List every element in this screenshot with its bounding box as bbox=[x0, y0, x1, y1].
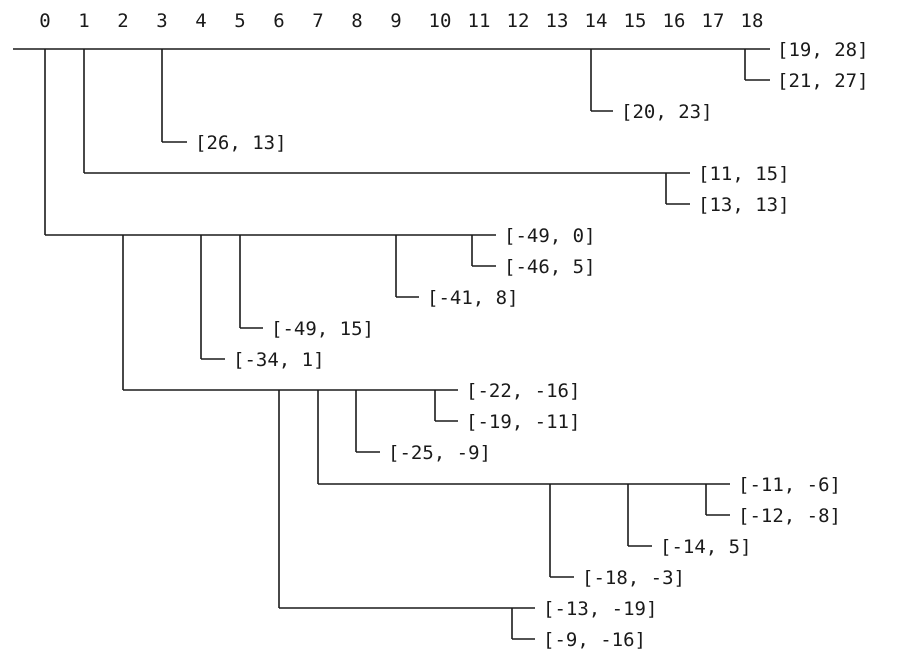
column-label: 1 bbox=[78, 10, 89, 32]
point-label: [-19, -11] bbox=[466, 411, 580, 433]
point-label: [-34, 1] bbox=[233, 349, 325, 371]
column-label: 0 bbox=[39, 10, 50, 32]
column-label: 17 bbox=[702, 10, 725, 32]
point-label: [-12, -8] bbox=[738, 505, 841, 527]
column-label: 7 bbox=[312, 10, 323, 32]
column-label: 11 bbox=[468, 10, 491, 32]
point-labels: [19, 28] [21, 27] [20, 23] [26, 13] [11,… bbox=[195, 39, 869, 651]
column-label: 18 bbox=[741, 10, 764, 32]
column-label: 6 bbox=[273, 10, 284, 32]
point-label: [-13, -19] bbox=[543, 598, 657, 620]
column-label: 5 bbox=[234, 10, 245, 32]
point-label: [19, 28] bbox=[777, 39, 869, 61]
column-label: 13 bbox=[546, 10, 569, 32]
column-label: 4 bbox=[195, 10, 206, 32]
point-label: [-14, 5] bbox=[660, 536, 752, 558]
column-label: 9 bbox=[390, 10, 401, 32]
point-label: [-9, -16] bbox=[543, 629, 646, 651]
tree-connectors bbox=[13, 48, 770, 640]
point-label: [-46, 5] bbox=[504, 256, 596, 278]
column-label: 16 bbox=[663, 10, 686, 32]
point-label: [13, 13] bbox=[698, 194, 790, 216]
point-label: [-11, -6] bbox=[738, 474, 841, 496]
column-label: 15 bbox=[624, 10, 647, 32]
column-label: 14 bbox=[585, 10, 608, 32]
column-label: 2 bbox=[117, 10, 128, 32]
point-label: [-41, 8] bbox=[427, 287, 519, 309]
point-label: [-22, -16] bbox=[466, 380, 580, 402]
point-label: [26, 13] bbox=[195, 132, 287, 154]
point-label: [-18, -3] bbox=[582, 567, 685, 589]
point-label: [-49, 15] bbox=[271, 318, 374, 340]
column-label: 12 bbox=[507, 10, 530, 32]
point-label: [11, 15] bbox=[698, 163, 790, 185]
column-label: 8 bbox=[351, 10, 362, 32]
point-label: [21, 27] bbox=[777, 70, 869, 92]
column-label: 10 bbox=[429, 10, 452, 32]
column-label: 3 bbox=[156, 10, 167, 32]
point-label: [20, 23] bbox=[621, 101, 713, 123]
column-header: 0 1 2 3 4 5 6 7 8 9 10 11 12 13 14 15 16… bbox=[39, 10, 763, 32]
point-label: [-49, 0] bbox=[504, 225, 596, 247]
point-label: [-25, -9] bbox=[388, 442, 491, 464]
